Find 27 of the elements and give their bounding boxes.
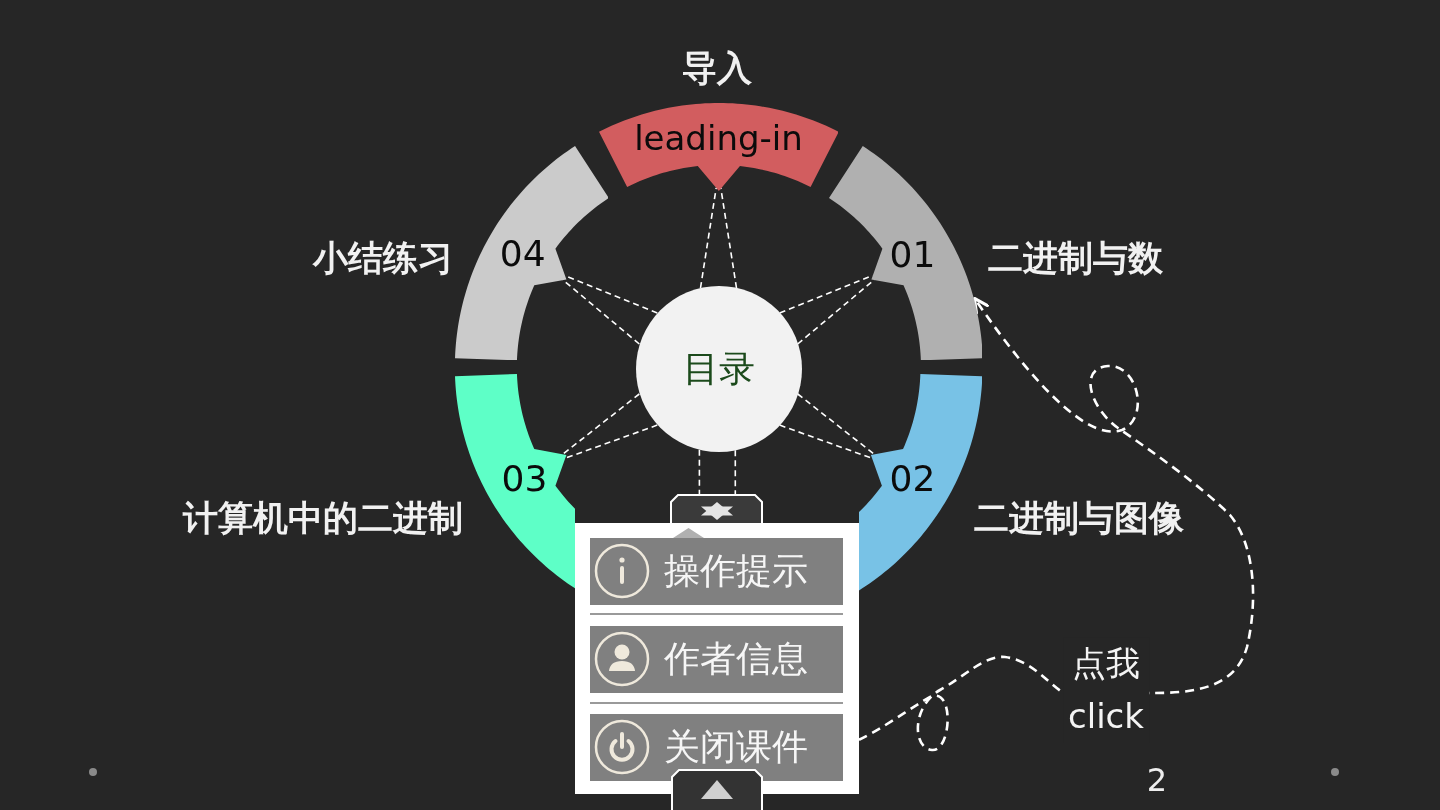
segment-number: 02 <box>889 458 936 500</box>
menu-button: 关闭课件 <box>589 713 843 781</box>
segment-number: 01 <box>889 234 936 276</box>
ring-segment <box>828 145 983 360</box>
segment-label: leading-in <box>634 119 803 159</box>
segment-number: 03 <box>501 458 548 500</box>
section-title: 计算机中的二进制 <box>183 497 463 539</box>
menu-button: 作者信息 <box>589 625 843 693</box>
circle-label: 目录 <box>682 348 755 390</box>
dashed-line <box>698 449 701 495</box>
section-title: 导入 <box>682 47 752 89</box>
menu-panel <box>575 522 859 794</box>
section-title: 二进制与数 <box>987 237 1163 279</box>
section-title: 小结练习 <box>313 237 453 279</box>
dashed-line <box>720 187 738 289</box>
dashed-line <box>561 393 641 456</box>
dashed-line <box>699 187 717 289</box>
ring-segment <box>454 145 609 360</box>
dashed-line <box>796 393 876 456</box>
section-title: 二进制与图像 <box>974 497 1184 539</box>
page-number: 2 <box>1146 761 1168 799</box>
menu-button: 操作提示 <box>589 537 843 605</box>
tab <box>670 494 763 523</box>
dashed-arrow <box>858 296 1255 752</box>
dashed-line <box>734 449 737 495</box>
segment-number: 04 <box>499 233 546 275</box>
ring-segment <box>598 103 839 191</box>
